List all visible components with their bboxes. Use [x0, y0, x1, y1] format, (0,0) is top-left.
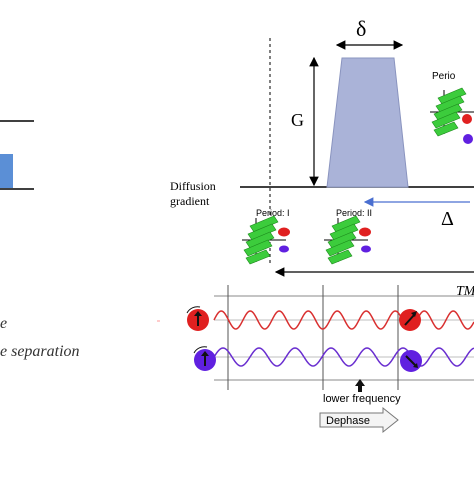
purple-wave	[213, 347, 474, 367]
gradient-pulse-trapezoid	[326, 57, 409, 188]
delta-small-label: δ	[356, 16, 366, 41]
period-ii-group: Period: II	[323, 208, 372, 265]
precession-panel: lower frequency Dephase	[157, 285, 474, 434]
left-text-line-2: e separation	[0, 343, 80, 360]
gradient-label: gradient	[170, 194, 210, 208]
period-top-label: Perio	[432, 71, 456, 82]
purple-spin-rotation	[193, 346, 208, 354]
purple-spin-end-arrow	[405, 355, 417, 367]
dephase-arrow-icon	[319, 406, 399, 434]
spin-red-dot-icon	[462, 114, 472, 124]
period-ii-label: Period: II	[336, 208, 372, 218]
delta-big-label: Δ	[441, 208, 454, 230]
red-spin-end-arrow	[404, 313, 416, 326]
gradient-diagram: δ G Diffusion gradient Δ TM	[170, 16, 474, 299]
spin-stack-icon	[241, 215, 287, 265]
dephase-label: Dephase	[326, 415, 370, 427]
purple-spin-arrow-head	[201, 351, 209, 356]
red-spin-rotation	[186, 306, 201, 314]
diffusion-label: Diffusion	[170, 179, 216, 193]
left-pulse-graphic: e e separation	[0, 120, 80, 360]
spin-stack-icon	[323, 215, 369, 265]
spin-blue-dot-icon	[279, 245, 289, 253]
spin-red-dot-icon	[278, 227, 290, 237]
period-i-label: Period: I	[256, 208, 290, 218]
spin-blue-dot-icon	[361, 245, 371, 253]
gradient-G-label: G	[291, 110, 304, 130]
up-arrow-icon	[355, 379, 365, 392]
left-blue-pulse	[0, 154, 13, 188]
spin-blue-dot-icon	[463, 134, 473, 144]
period-i-group: Period: I	[241, 208, 290, 265]
red-spin-arrow-head	[194, 311, 202, 316]
red-spin-end-arrow-head	[411, 311, 417, 317]
left-text-line-1: e	[0, 315, 7, 332]
spin-red-dot-icon	[359, 227, 371, 237]
period-top-group: Perio	[429, 71, 474, 144]
spin-stack-icon	[429, 87, 474, 137]
purple-spin-end-arrow-head	[413, 363, 418, 368]
lower-frequency-label: lower frequency	[323, 393, 401, 405]
red-wave	[213, 310, 474, 330]
tm-label: TM	[456, 284, 474, 299]
